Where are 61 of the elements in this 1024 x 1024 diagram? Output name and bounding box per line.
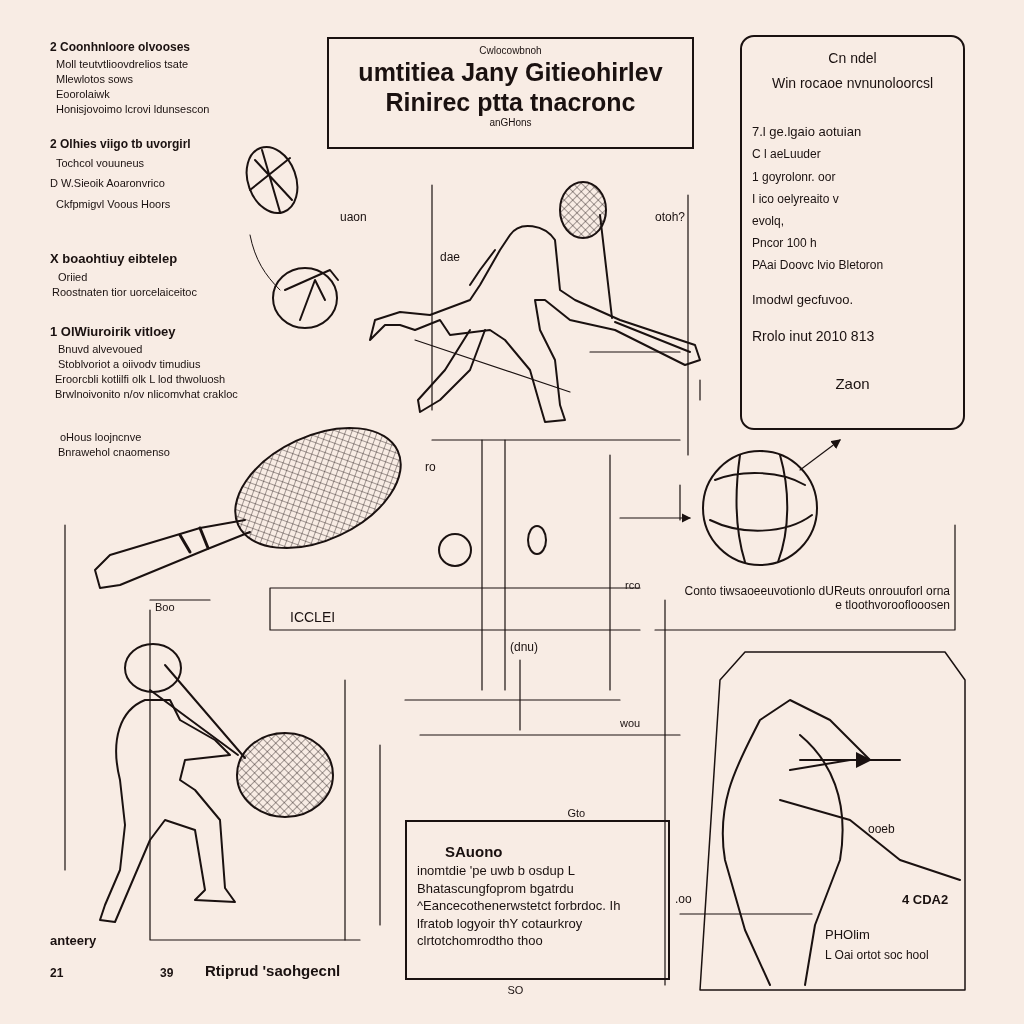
body-text: inomtdie 'pe uwb b osdup L Bhatascungfoprom bgatrdu ^Eancecothenerwstetct forbrdoc. Ih lfratob logyoir thY cotaurkroy clrtotchomrodtho thoo xyxy=(417,862,622,950)
note-text: Mlewlotos sows xyxy=(56,72,134,86)
dimension-text: Gto xyxy=(567,806,586,820)
caption-text: Conto tiwsaoeeuvotionlo dUReuts onrouuforl orna e tloothvorooflooosen xyxy=(683,584,950,612)
heading: 1 OlWiuroirik vitloey xyxy=(50,325,176,339)
note-text: .oo xyxy=(675,892,692,906)
note-text: ro xyxy=(425,460,436,474)
body-text: Rrolo inut 2010 813 xyxy=(752,327,876,346)
title-box xyxy=(327,37,694,149)
body-text: Rinirec ptta tnacronc xyxy=(384,87,637,117)
body-text: Pncor 100 h xyxy=(752,235,818,252)
heading: 4 CDA2 xyxy=(902,893,949,907)
note-text: Boo xyxy=(155,600,175,614)
note-text: ICCLEI xyxy=(290,610,336,624)
note-text: wou xyxy=(620,716,641,730)
body-text: PAai Doovc lvio Bletoron xyxy=(752,257,885,274)
body-text: Win rocaoe nvnunoloorcsl xyxy=(770,73,935,93)
heading: SAuono xyxy=(445,842,504,862)
note-text: (dnu) xyxy=(510,640,538,654)
body-text: Imodwl gecfuvoo. xyxy=(752,291,855,309)
note-text: D W.Sieoik Aoaronvrico xyxy=(50,176,165,190)
heading: 2 Coonhnloore olvooses xyxy=(50,40,190,54)
note-text: Eroorcbli kotlilfi olk L lod thwoluosh xyxy=(55,372,226,386)
body-text: anGHons xyxy=(488,117,533,129)
body-text: 7.l ge.lgaio aotuian xyxy=(752,122,863,141)
note-text: rco xyxy=(625,578,641,592)
heading: X boaohtiuy eibtelep xyxy=(50,252,178,266)
note-text: Oriied xyxy=(58,270,88,284)
heading: Cwlocowbnoh xyxy=(478,45,543,57)
info-card xyxy=(740,35,965,430)
heading: Rtiprud 'saohgecnl xyxy=(205,964,341,978)
text-box xyxy=(405,820,670,980)
note-text: PHOlim xyxy=(825,928,870,942)
note-text: oHous loojncnve xyxy=(60,430,142,444)
note-text: uaon xyxy=(340,210,367,224)
note-text: Moll teutvtlioovdrelios tsate xyxy=(56,57,189,71)
note-text: ooeb xyxy=(868,822,895,836)
note-text: Stoblvoriot a oiivodv timudius xyxy=(58,357,201,371)
note-text: Bnrawehol cnaomenso xyxy=(58,445,170,459)
note-text: Eoorolaiwk xyxy=(56,87,110,101)
heading: anteery xyxy=(50,934,97,948)
body-text: I ico oelyreaito v xyxy=(752,190,840,207)
body-text: 1 goyrolonr. oor xyxy=(752,168,837,185)
note-text: Brwlnoivonito n/ov nlicomvhat crakloc xyxy=(55,387,238,401)
heading: 39 xyxy=(160,966,174,980)
note-text: Honisjovoimo lcrovi ldunsescon xyxy=(56,102,210,116)
heading: 21 xyxy=(50,966,64,980)
body-text: Zaon xyxy=(834,373,871,394)
note-text: Ckfpmigvl Voous Hoors xyxy=(56,197,171,211)
note-text: dae xyxy=(440,250,461,264)
note-text: otoh? xyxy=(655,210,686,224)
note-text: Tochcol vouuneus xyxy=(56,156,145,170)
dimension-text: SO xyxy=(507,983,524,997)
body-text: umtitiea Jany Gitieohirlev xyxy=(357,57,664,87)
note-text: Roostnaten tior uorcelaiceitoc xyxy=(52,285,197,299)
note-text: Bnuvd alvevoued xyxy=(58,342,143,356)
heading: Cn ndel xyxy=(827,49,878,68)
note-text: L Oai ortot soc hool xyxy=(825,948,929,962)
body-text: C l aeLuuder xyxy=(752,146,822,163)
body-text: evolq, xyxy=(752,212,786,230)
heading: 2 Olhies viigo tb uvorgirl xyxy=(50,137,191,151)
